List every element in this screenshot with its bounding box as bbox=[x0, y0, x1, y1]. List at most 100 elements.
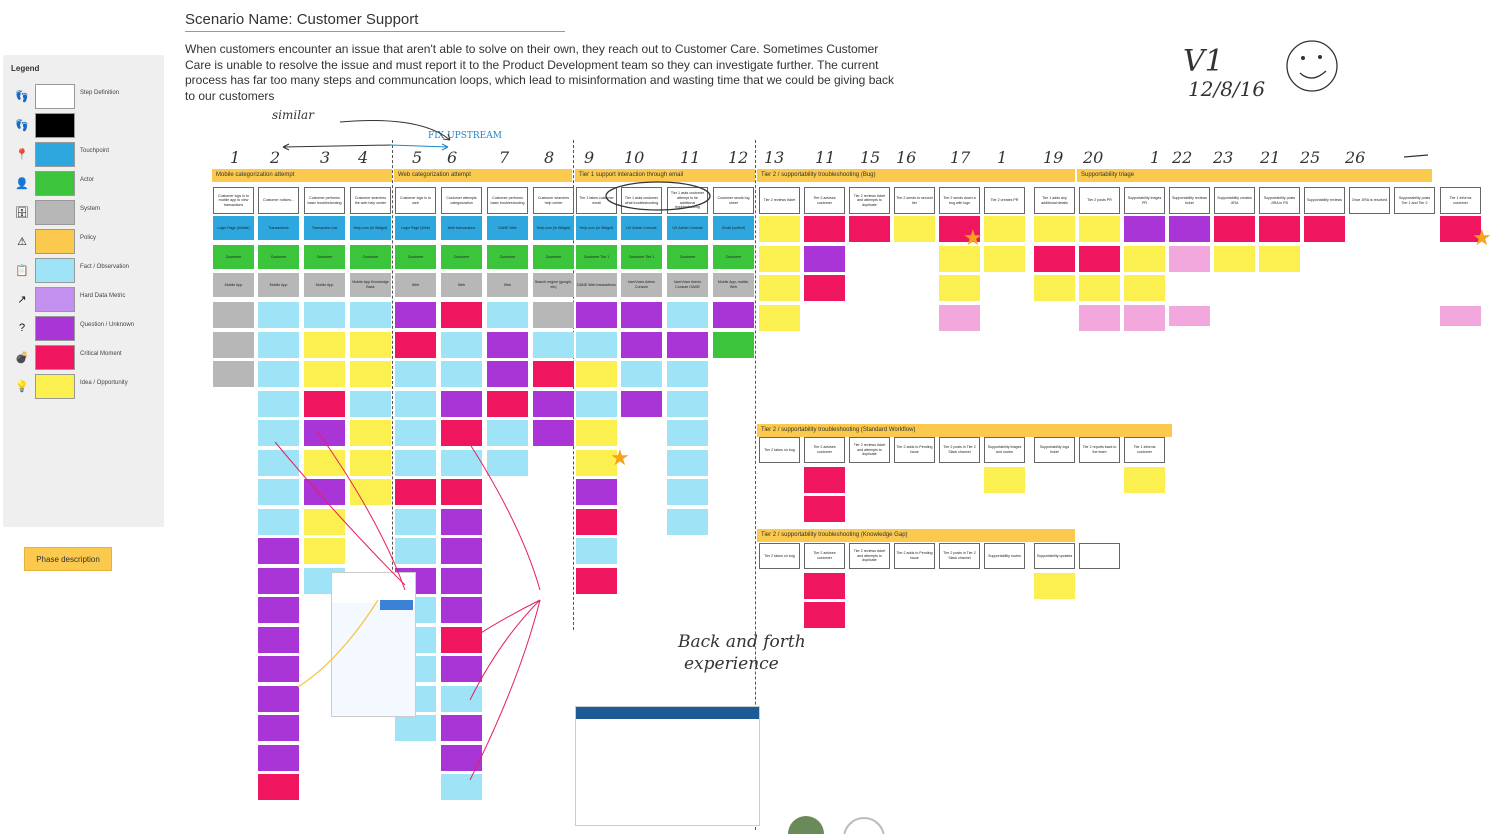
mobile-blue-banner bbox=[380, 600, 413, 610]
sticky-note bbox=[576, 302, 617, 328]
step-number: 6 bbox=[447, 148, 458, 167]
sticky-note bbox=[395, 449, 436, 476]
step-number: 1 bbox=[1150, 148, 1161, 167]
sticky-note bbox=[1259, 245, 1300, 272]
phase-description-button[interactable]: Phase description bbox=[24, 547, 112, 571]
actor-card: Customer bbox=[713, 245, 754, 269]
sticky-note bbox=[350, 331, 391, 358]
step-number: 3 bbox=[320, 148, 331, 167]
step-card: Tier 2 reviews ticket and attempts to du… bbox=[849, 437, 890, 463]
sticky-note bbox=[1079, 245, 1120, 272]
sticky-note bbox=[849, 216, 890, 242]
sticky-note bbox=[713, 331, 754, 358]
step-card: Tier 2 sends to second tier bbox=[894, 187, 935, 214]
sticky-note bbox=[1034, 573, 1075, 599]
step-card: Supportability posts Tier 1 and Tier 2 bbox=[1394, 187, 1435, 214]
step-card: Supportability triages PR bbox=[1124, 187, 1165, 214]
legend-label: Critical Moment bbox=[80, 351, 122, 357]
actor-card: Customer bbox=[213, 245, 254, 269]
similar-handwriting: similar bbox=[272, 108, 314, 122]
sticky-note bbox=[441, 626, 482, 653]
phase-divider bbox=[392, 140, 393, 640]
sticky-note bbox=[1214, 245, 1255, 272]
sticky-note bbox=[984, 216, 1025, 242]
step-number: 23 bbox=[1213, 148, 1234, 167]
step-card: Tier 2 adds to Pending Issue bbox=[894, 437, 935, 463]
step-card: Tier 2 advises customer bbox=[804, 187, 845, 214]
step-card: Customer attempts categorization bbox=[441, 187, 482, 214]
sticky-note bbox=[667, 361, 708, 387]
step-number: 9 bbox=[584, 148, 595, 167]
sticky-note bbox=[1079, 306, 1120, 326]
step-card: Tier 2 advises customer bbox=[804, 437, 845, 463]
phase-header: Tier 1 support interaction through email bbox=[575, 169, 755, 182]
sticky-note bbox=[487, 449, 528, 476]
sticky-note bbox=[759, 304, 800, 331]
sticky-note bbox=[533, 390, 574, 417]
legend-label: Hard Data Metric bbox=[80, 293, 126, 299]
step-card: Customer logs in to mobile app to view t… bbox=[213, 187, 254, 214]
legend-label: Idea / Opportunity bbox=[80, 380, 128, 386]
star-icon: ★ bbox=[963, 225, 983, 250]
step-card: Supportability creates JIRA bbox=[1214, 187, 1255, 214]
sticky-note bbox=[258, 685, 299, 712]
system-card: Mobile App bbox=[304, 273, 345, 297]
sticky-note bbox=[804, 467, 845, 493]
sticky-note bbox=[304, 361, 345, 387]
legend-swatch bbox=[35, 113, 75, 138]
sticky-note bbox=[576, 420, 617, 446]
sticky-note bbox=[441, 744, 482, 771]
actor-card: Customer bbox=[350, 245, 391, 269]
sticky-note bbox=[350, 449, 391, 476]
step-card: Customer searches help center bbox=[533, 187, 574, 214]
touchpoint-card: Help.com (In Widget) bbox=[533, 216, 574, 240]
legend-label: Step Definition bbox=[80, 90, 120, 96]
sticky-note bbox=[1034, 245, 1075, 272]
sticky-note bbox=[1169, 306, 1210, 326]
sticky-note bbox=[576, 331, 617, 358]
touchpoint-card: UX Admin Console bbox=[621, 216, 662, 240]
step-card: Tier 2 sends down a bug with logs bbox=[939, 187, 980, 214]
scenario-description: When customers encounter an issue that a… bbox=[185, 42, 895, 103]
sticky-note bbox=[258, 390, 299, 417]
sticky-note bbox=[984, 467, 1025, 493]
step-number: 19 bbox=[1043, 148, 1064, 167]
touchpoint-card: Help.com (In Widget) bbox=[350, 216, 391, 240]
sticky-note bbox=[713, 302, 754, 328]
sticky-note bbox=[487, 302, 528, 328]
sticky-note bbox=[667, 331, 708, 358]
step-number: 17 bbox=[950, 148, 971, 167]
sticky-note bbox=[984, 245, 1025, 272]
sticky-note bbox=[576, 390, 617, 417]
sticky-note bbox=[939, 275, 980, 301]
sticky-note bbox=[350, 361, 391, 387]
legend-swatch bbox=[35, 374, 75, 399]
sticky-note bbox=[258, 597, 299, 623]
step-card: Supportability triages and routes bbox=[984, 437, 1025, 463]
sticky-note bbox=[1169, 216, 1210, 242]
sticky-note bbox=[258, 331, 299, 358]
sticky-note bbox=[939, 306, 980, 326]
step-card: Tier 1 takes customer email bbox=[576, 187, 617, 214]
sticky-note bbox=[258, 302, 299, 328]
sticky-note bbox=[395, 331, 436, 358]
actor-card: Customer Tier 1 bbox=[576, 245, 617, 269]
sticky-note bbox=[258, 715, 299, 741]
sticky-note bbox=[258, 626, 299, 653]
touchpoint-card: Email (unified) bbox=[713, 216, 754, 240]
sticky-note bbox=[395, 508, 436, 535]
legend-swatch bbox=[35, 229, 75, 254]
step-card: Supportability routes bbox=[984, 543, 1025, 569]
system-card: DANE Web transactions bbox=[576, 273, 617, 297]
step-card: Customer performs basic troubleshooting bbox=[304, 187, 345, 214]
sticky-note bbox=[576, 479, 617, 505]
sticky-note bbox=[939, 245, 980, 272]
sticky-note bbox=[441, 567, 482, 594]
system-card: UserVoice Admin Console OAME bbox=[667, 273, 708, 297]
sticky-note bbox=[533, 420, 574, 446]
sticky-note bbox=[533, 361, 574, 387]
legend-label: Policy bbox=[80, 235, 97, 241]
sticky-note bbox=[1304, 216, 1345, 242]
phase-header: Mobile categorization attempt bbox=[212, 169, 392, 182]
